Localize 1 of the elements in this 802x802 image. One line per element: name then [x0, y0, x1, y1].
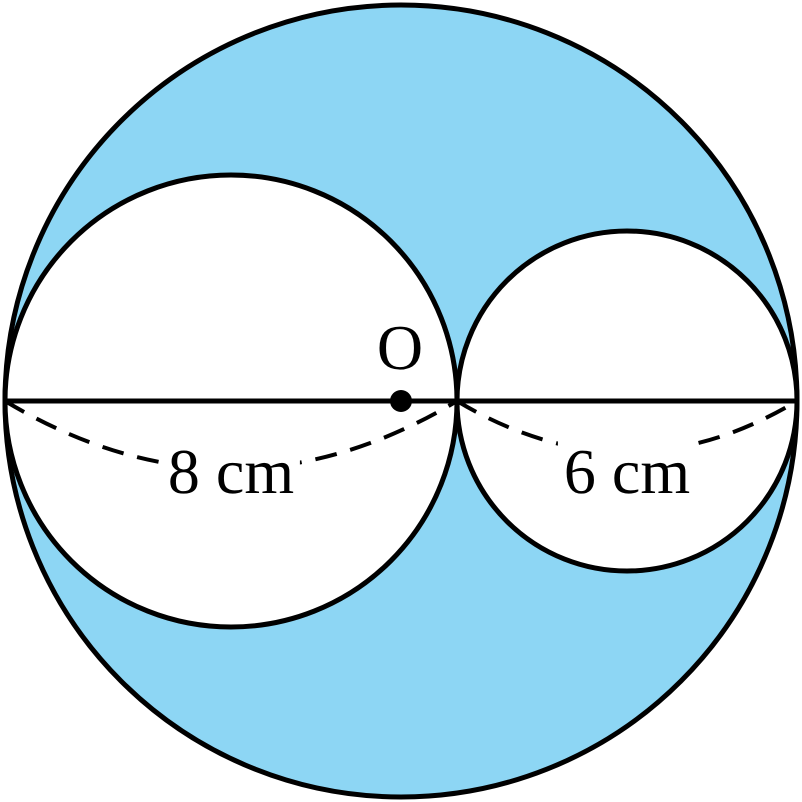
- point-label: O: [376, 316, 424, 380]
